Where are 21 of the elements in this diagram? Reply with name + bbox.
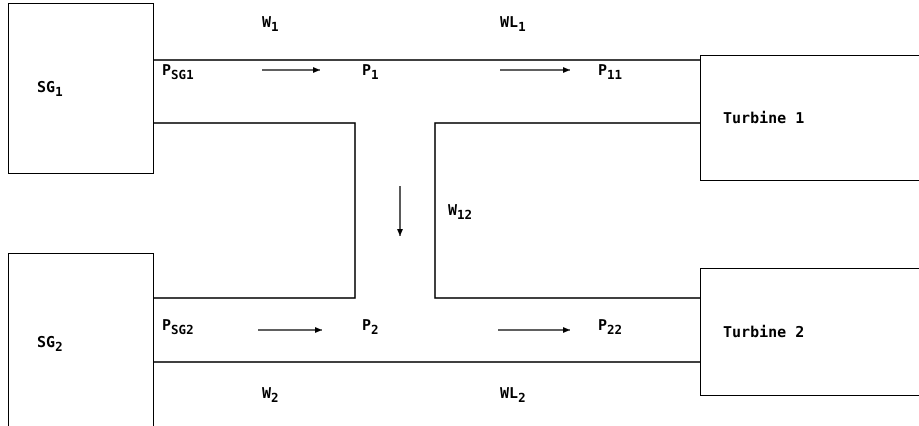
steam-generator-box xyxy=(8,3,154,174)
variable-label: P$_{1}$ xyxy=(362,61,379,84)
variable-label: WL$_{1}$ xyxy=(500,13,526,36)
variable-label: P$_{11}$ xyxy=(598,61,622,84)
node-label: Turbine 1 xyxy=(723,109,804,127)
variable-label: P$_{SG1}$ xyxy=(162,61,194,84)
steam-generator-box xyxy=(8,253,154,426)
pipe-wall xyxy=(154,59,700,61)
turbine-box xyxy=(700,268,919,396)
node-label: SG$_{2}$ xyxy=(37,332,63,354)
variable-label: W$_{12}$ xyxy=(448,201,472,224)
node-label: Turbine 2 xyxy=(723,323,804,341)
variable-label: WL$_{2}$ xyxy=(500,384,526,407)
variable-label: W$_{2}$ xyxy=(262,384,279,407)
node-label: SG$_{1}$ xyxy=(37,78,63,99)
pipe-wall xyxy=(154,361,700,363)
variable-label: W$_{1}$ xyxy=(262,13,279,36)
turbine-box xyxy=(700,55,919,181)
variable-label: P$_{SG2}$ xyxy=(162,316,194,339)
variable-label: P$_{2}$ xyxy=(362,316,379,339)
variable-label: P$_{22}$ xyxy=(598,316,622,339)
